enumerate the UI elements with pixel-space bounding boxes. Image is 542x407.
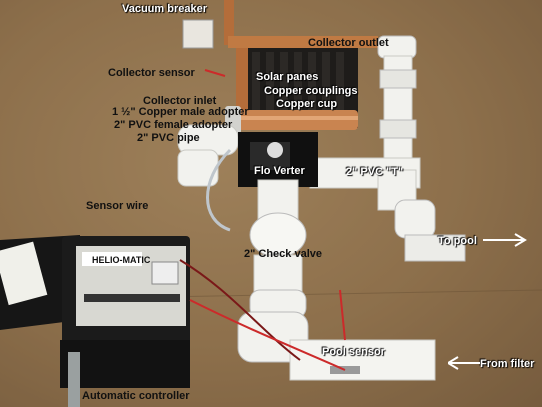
- label-to-pool: To pool: [438, 235, 477, 247]
- arrow-left-icon: [448, 356, 480, 370]
- label-copper-cup: Copper cup: [276, 98, 338, 110]
- label-vacuum-breaker: Vacuum breaker: [122, 3, 207, 15]
- label-sensor-wire: Sensor wire: [86, 200, 149, 212]
- label-automatic-controller: Automatic controller: [82, 390, 190, 402]
- label-collector-sensor: Collector sensor: [108, 67, 195, 79]
- label-from-filter: From filter: [480, 358, 535, 370]
- copper-outlet-pipe: [228, 36, 378, 48]
- label-pool-sensor: Pool sensor: [322, 346, 385, 358]
- label-check-valve: 2" Check valve: [244, 248, 322, 260]
- label-collector-inlet: Collector inlet: [143, 95, 217, 107]
- label-copper-couplings: Copper couplings: [264, 85, 358, 97]
- label-female-adopter: 2" PVC female adopter: [114, 119, 233, 131]
- label-solar-panes: Solar panes: [256, 71, 319, 83]
- label-pvc-t: 2" PVC "T": [346, 166, 404, 178]
- vacuum-breaker: [182, 19, 214, 49]
- controller-brand: HELIO-MATIC: [92, 255, 151, 265]
- label-flo-verter: Flo Verter: [254, 165, 305, 177]
- arrow-right-icon: [483, 233, 527, 247]
- label-male-adopter: 1 ½" Copper male adopter: [112, 106, 249, 118]
- label-collector-outlet: Collector outlet: [308, 37, 389, 49]
- label-pvc-pipe: 2" PVC pipe: [137, 132, 200, 144]
- pool-return-pipe: [289, 339, 436, 381]
